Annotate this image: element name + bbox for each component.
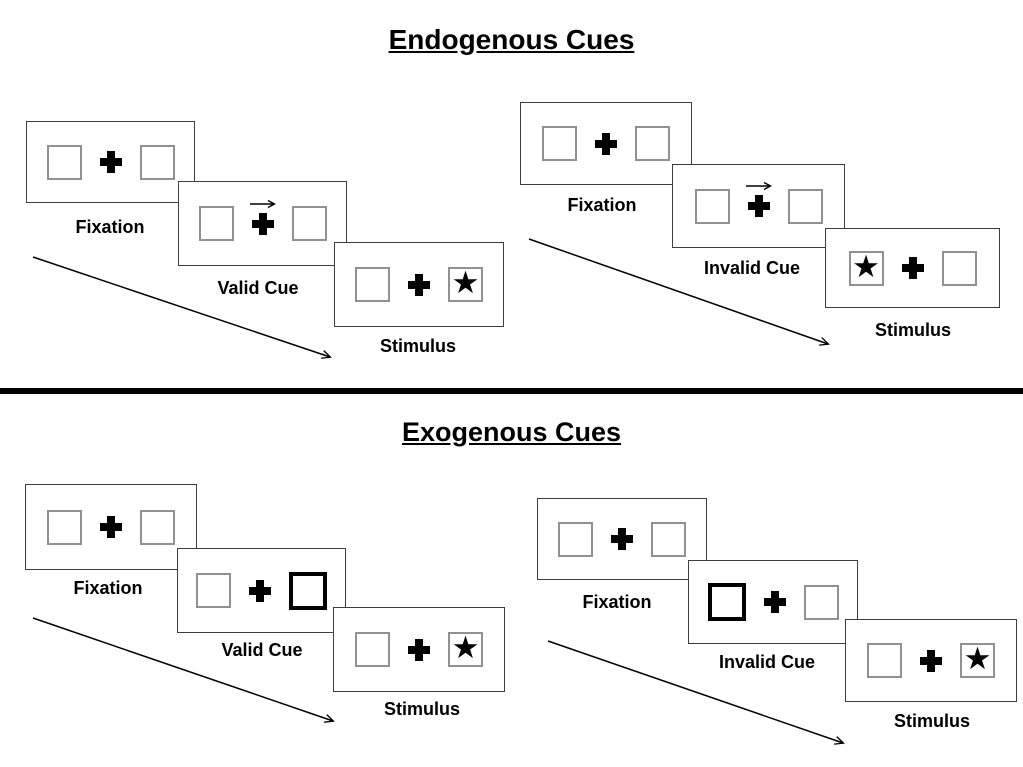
panel-label: Fixation	[582, 592, 652, 612]
star-icon: ★	[852, 248, 880, 285]
fixation-cross-icon	[408, 273, 430, 296]
right-box	[139, 144, 175, 180]
left-box	[196, 573, 231, 608]
panel-label: Invalid Cue	[718, 652, 816, 672]
panel-exogenous-invalid-fixation	[537, 498, 707, 580]
fixation-cross-icon	[747, 195, 770, 217]
fixation-cross-icon	[251, 212, 274, 235]
panel-exogenous-valid-cue	[177, 548, 346, 633]
fixation-cross-icon	[595, 132, 617, 155]
panel-label: Fixation	[75, 217, 145, 237]
fixation-cross-icon	[99, 151, 122, 173]
right-box	[803, 584, 839, 620]
left-box	[198, 206, 234, 241]
right-box: ★	[448, 267, 483, 302]
star-icon: ★	[451, 265, 480, 301]
left-box	[542, 126, 577, 161]
fixation-cross-icon	[611, 528, 633, 550]
fixation-cross-icon	[100, 516, 122, 538]
left-box	[355, 267, 390, 302]
panel-label: Valid Cue	[221, 640, 303, 660]
right-box: ★	[448, 632, 483, 667]
left-box	[47, 509, 82, 545]
right-box	[941, 250, 977, 286]
fixation-cross-icon	[249, 579, 271, 602]
panel-label: Fixation	[567, 195, 637, 215]
left-box	[867, 643, 902, 678]
panel-exogenous-valid-stimulus: ★	[333, 607, 505, 692]
panel-label: Invalid Cue	[703, 258, 801, 278]
star-icon: ★	[451, 630, 480, 666]
left-box	[46, 144, 82, 180]
timeline-arrow-endogenous-invalid	[528, 238, 830, 346]
fixation-cross-icon	[901, 257, 924, 279]
panel-label: Stimulus	[874, 320, 951, 340]
cue-arrow-icon	[745, 181, 772, 191]
panel-label: Stimulus	[383, 699, 460, 719]
fixation-cross-icon	[763, 591, 786, 613]
right-box	[635, 126, 670, 161]
panel-endogenous-invalid-stimulus: ★	[825, 228, 1000, 308]
right-box	[787, 188, 823, 224]
panel-endogenous-valid-stimulus: ★	[334, 242, 504, 327]
left-box	[694, 188, 730, 224]
endogenous-section-title: Endogenous Cues	[388, 24, 635, 55]
timeline-arrow-exogenous-valid	[32, 617, 335, 723]
exogenous-section-title: Exogenous Cues	[401, 417, 622, 447]
right-box	[291, 206, 327, 241]
panel-label: Valid Cue	[217, 278, 299, 298]
left-box-highlighted	[707, 583, 746, 621]
timeline-arrow-endogenous-valid	[32, 256, 332, 359]
panel-label: Stimulus	[379, 336, 456, 356]
panel-endogenous-invalid-fixation	[520, 102, 692, 185]
right-box	[651, 521, 686, 557]
panel-exogenous-valid-fixation	[25, 484, 197, 570]
panel-exogenous-invalid-cue	[688, 560, 858, 644]
left-box: ★	[848, 248, 884, 286]
right-box	[140, 509, 175, 545]
fixation-cross-icon	[408, 638, 430, 661]
panel-endogenous-valid-fixation	[26, 121, 195, 203]
panel-label: Stimulus	[893, 711, 970, 731]
panel-endogenous-invalid-cue	[672, 164, 845, 248]
panel-label: Fixation	[73, 578, 143, 598]
left-box	[355, 632, 390, 667]
panel-exogenous-invalid-stimulus: ★	[845, 619, 1017, 702]
section-divider	[0, 388, 1023, 394]
right-box: ★	[960, 643, 995, 678]
cue-arrow-icon	[249, 199, 276, 208]
panel-endogenous-valid-cue	[178, 181, 347, 266]
right-box-highlighted	[289, 571, 327, 610]
fixation-cross-icon	[920, 649, 942, 672]
left-box	[558, 521, 593, 557]
star-icon: ★	[963, 641, 992, 677]
